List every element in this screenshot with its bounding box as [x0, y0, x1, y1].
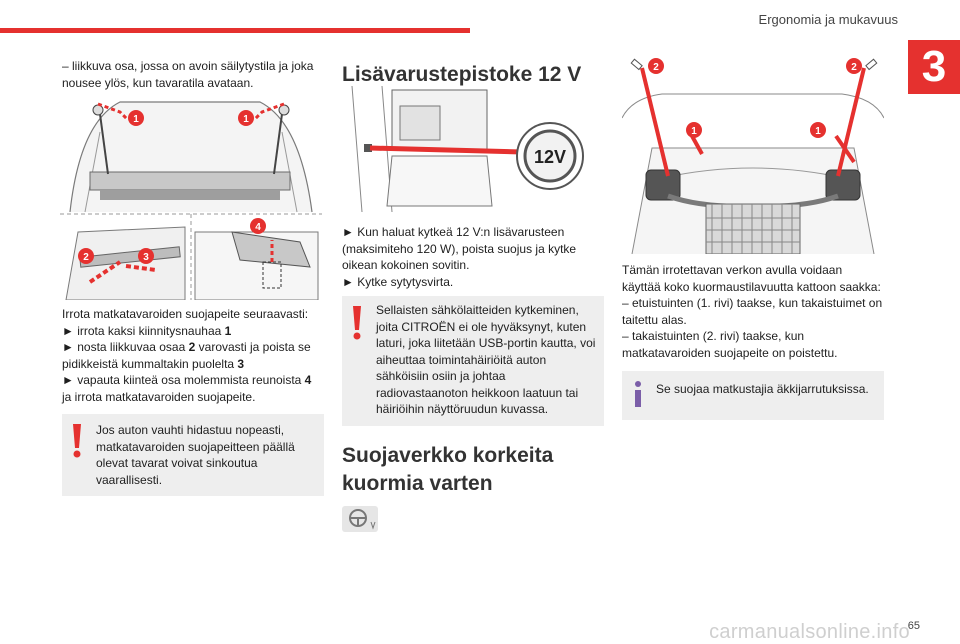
- figure-badge-1a: [128, 110, 144, 126]
- figure-badge-1b: [810, 122, 826, 138]
- column-cargo-cover: – liikkuva osa, jossa on avoin säilytyst…: [62, 58, 324, 91]
- figure-badge-2a: [648, 58, 664, 74]
- column-safety-net: Tämän irrotettavan verkon avulla voidaan…: [622, 262, 884, 420]
- step-3: ► vapauta kiinteä osa molemmista reunois…: [62, 373, 312, 404]
- cover-warning-box: Jos auton vauhti hidastuu nopeasti, matk…: [62, 414, 324, 496]
- step-2: ► nosta liikkuvaa osaa 2 varovasti ja po…: [62, 340, 311, 371]
- figure-badge-3-label: 3: [143, 252, 149, 263]
- figure-badge-3: [138, 248, 154, 264]
- page-number: 65: [907, 620, 920, 632]
- figure-badge-1a-label: 1: [133, 114, 139, 125]
- figure-badge-2-label: 2: [83, 252, 89, 263]
- arrow-bullet-icon: ►: [342, 225, 358, 239]
- figure-badge-1b: [238, 110, 254, 126]
- figure-badge-1b-label: 1: [815, 126, 821, 137]
- figure-badge-1a: [686, 122, 702, 138]
- header-accent-bar: [0, 28, 470, 33]
- net-item-1: – etuistuinten (1. rivi) taakse, kun tak…: [622, 296, 883, 327]
- net-heading: Suojaverkko korkeita kuormia varten: [342, 443, 554, 495]
- socket-step-2: ► Kytke sytytysvirta.: [342, 274, 454, 289]
- socket-12v-label: 12V: [534, 147, 566, 167]
- chapter-tab: 3: [908, 40, 960, 94]
- figure-badge-2a-label: 2: [653, 62, 659, 73]
- watermark: carmanualsonline.info: [709, 621, 910, 643]
- safety-net-figure: 2 2 1 1: [622, 58, 884, 254]
- socket-warning-text: Sellaisten sähkölaitteiden kytkeminen, j…: [376, 303, 596, 416]
- info-icon: [635, 381, 641, 407]
- intro-text: – liikkuva osa, jossa on avoin säilytyst…: [62, 59, 314, 90]
- column-12v-socket: Lisävarustepistoke 12 V: [342, 62, 604, 88]
- net-item-2: – takaistuinten (2. rivi) taakse, kun ma…: [622, 329, 838, 360]
- figure-badge-1b-label: 1: [243, 114, 249, 125]
- net-intro: Tämän irrotettavan verkon avulla voidaan…: [622, 263, 881, 294]
- cargo-cover-steps: Irrota matkatavaroiden suojapeite seuraa…: [62, 306, 324, 496]
- figure-badge-1a-label: 1: [691, 126, 697, 137]
- cargo-cover-figure: 1 1 2 3 4: [60, 92, 322, 300]
- figure-badge-2b-label: 2: [851, 62, 857, 73]
- socket-step-1: ► Kun haluat kytkeä 12 V:n lisävarusteen…: [342, 225, 577, 272]
- socket-heading: Lisävarustepistoke 12 V: [342, 63, 582, 86]
- arrow-bullet-icon: ►: [342, 274, 358, 289]
- socket-figure: 12V: [342, 86, 604, 212]
- socket-warning-box: Sellaisten sähkölaitteiden kytkeminen, j…: [342, 296, 604, 426]
- steps-intro: Irrota matkatavaroiden suojapeite seuraa…: [62, 307, 309, 321]
- figure-badge-2: [78, 248, 94, 264]
- cover-warning-text: Jos auton vauhti hidastuu nopeasti, matk…: [96, 423, 295, 487]
- net-info-box: Se suojaa matkustajia äkkijarrutuksissa.: [622, 371, 884, 420]
- warning-exclamation-icon: [353, 306, 361, 340]
- socket-instructions: ► Kun haluat kytkeä 12 V:n lisävarusteen…: [342, 224, 604, 536]
- figure-badge-4-label: 4: [255, 222, 261, 233]
- figure-badge-4: [250, 218, 266, 234]
- step-1: ► irrota kaksi kiinnitysnauhaa 1: [62, 323, 232, 338]
- net-info-text: Se suojaa matkustajia äkkijarrutuksissa.: [656, 382, 869, 396]
- header-title: Ergonomia ja mukavuus: [758, 12, 898, 27]
- figure-badge-2b: [846, 58, 862, 74]
- steering-wheel-icon: [342, 505, 378, 532]
- warning-exclamation-icon: [73, 424, 81, 458]
